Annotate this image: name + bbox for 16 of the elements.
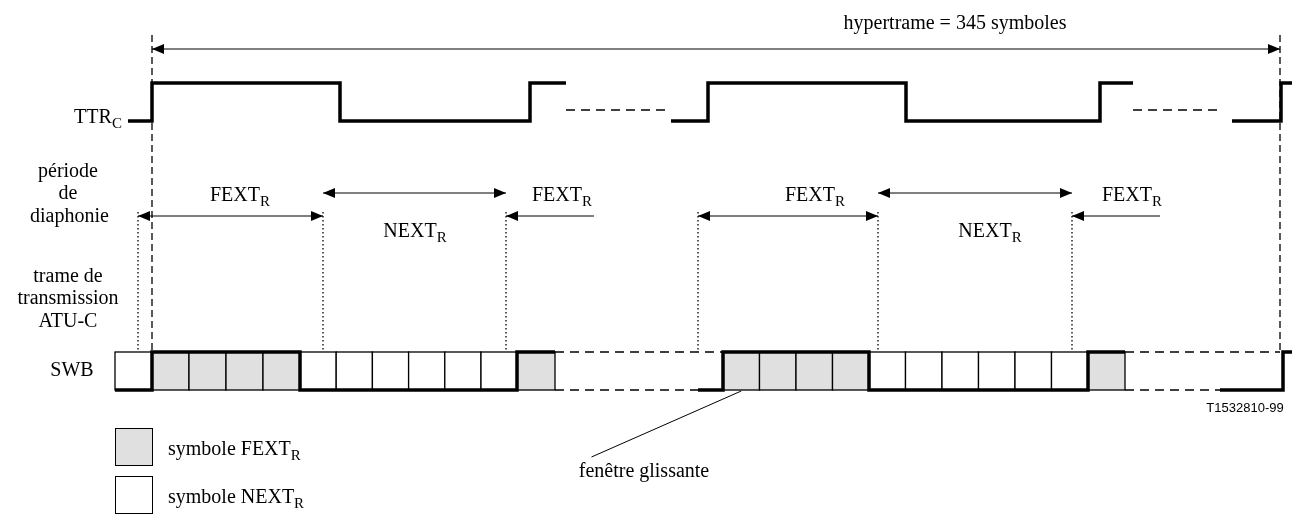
dimension-label: FEXT$_{R}$ <box>785 182 845 206</box>
symbol-cell <box>722 351 761 391</box>
dimension-label: FEXT$_{R}$ <box>1102 182 1162 206</box>
row-label: trame de transmission ATU-C <box>16 264 120 332</box>
callout-text: fenêtre glissante <box>578 458 710 482</box>
legend-label: symbole NEXT$_{R}$ <box>168 484 305 508</box>
leader-line <box>591 390 742 458</box>
dimension-label: hypertrame = 345 symboles <box>843 10 1067 34</box>
dimension-label: FEXT$_{R}$ <box>210 182 270 206</box>
dimension-label: NEXT$_{R}$ <box>958 218 1022 242</box>
signal-label: SWB <box>50 357 94 381</box>
dimension-label: FEXT$_{R}$ <box>532 182 592 206</box>
figure-id: T1532810-99 <box>1206 400 1284 416</box>
legend-label: symbole FEXT$_{R}$ <box>168 436 301 460</box>
signal-label: TTR$_{C}$ <box>74 104 122 128</box>
dimension-label: NEXT$_{R}$ <box>383 218 447 242</box>
